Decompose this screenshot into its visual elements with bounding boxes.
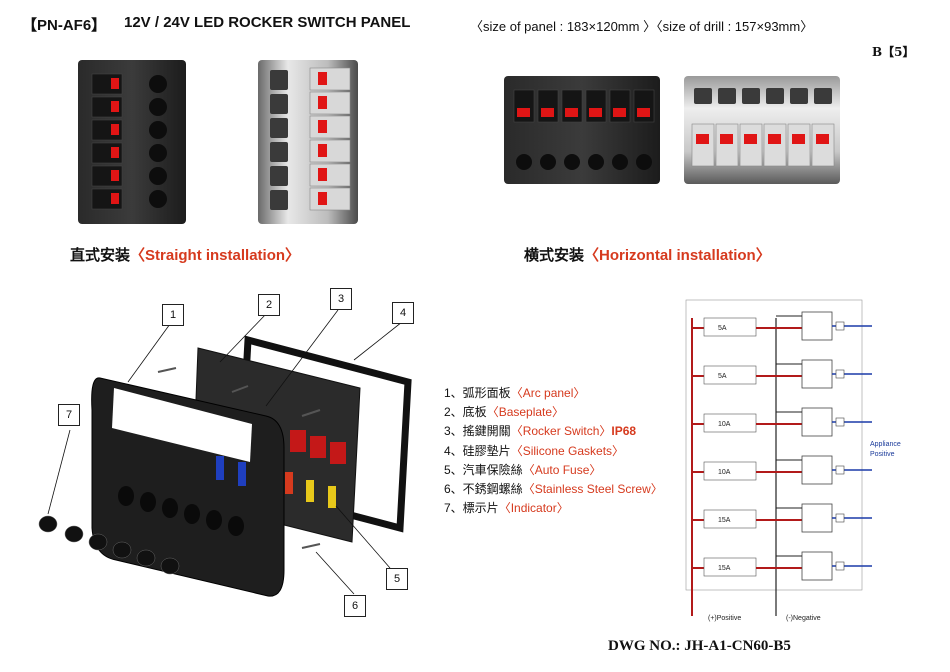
terminal-block <box>835 369 845 379</box>
legend-item: 6、不銹鋼螺絲〈Stainless Steel Screw〉 <box>444 482 663 497</box>
terminal-block <box>835 417 845 427</box>
switch-box <box>801 359 833 389</box>
fuse-rating: 5A <box>718 373 727 380</box>
terminal-block <box>835 561 845 571</box>
legend-item: 7、標示片〈Indicator〉 <box>444 501 569 516</box>
callout-3: 3 <box>330 288 352 310</box>
size-info: 〈size of panel : 183×120mm 〉〈size of dri… <box>470 19 814 34</box>
legend-item: 5、汽車保險絲〈Auto Fuse〉 <box>444 462 602 477</box>
drawing-number: DWG NO.: JH-A1-CN60-B5 <box>608 638 791 654</box>
horizontal-black-panel-image <box>504 76 660 184</box>
terminal-block <box>835 321 845 331</box>
callout-2: 2 <box>258 294 280 316</box>
fuse-box <box>703 365 757 385</box>
straight-silver-panel-image <box>258 60 358 224</box>
switch-box <box>801 503 833 533</box>
rocker-switch-bodies <box>285 430 346 508</box>
legend-item: 2、底板〈Baseplate〉 <box>444 405 565 420</box>
switch-box <box>801 455 833 485</box>
arc-panel-holes <box>118 486 244 536</box>
product-code: 【PN-AF6】 <box>22 17 107 34</box>
horizontal-installation-en: 〈Horizontal installation〉 <box>584 247 771 264</box>
legend-item: 3、搖鍵開關〈Rocker Switch〉IP68 <box>444 424 637 439</box>
fuse-rating: 10A <box>718 469 731 476</box>
wiring-diagram: 5A 5A 10A 10A 15A 15A (+)Positive (-)Negative… <box>685 299 901 622</box>
callout-5: 5 <box>386 568 408 590</box>
fuse-box <box>703 317 757 337</box>
horizontal-silver-panel-image <box>684 76 840 184</box>
straight-black-panel-image <box>78 60 186 224</box>
stainless-screws <box>157 367 321 549</box>
horizontal-installation-label: 横式安装〈Horizontal installation〉 <box>524 244 771 265</box>
straight-installation-en: 〈Straight installation〉 <box>130 247 301 264</box>
legend-item: 4、硅膠墊片〈Silicone Gaskets〉 <box>444 443 625 458</box>
parts-legend: 1、弧形面板〈Arc panel〉 2、底板〈Baseplate〉 3、搖鍵開關… <box>444 384 663 518</box>
switch-box <box>801 407 833 437</box>
terminal-block <box>835 465 845 475</box>
switch-box <box>801 551 833 581</box>
fuse-rating: 15A <box>718 517 731 524</box>
callout-4: 4 <box>392 302 414 324</box>
exploded-assembly-diagram <box>38 309 412 597</box>
page-number: B【5】 <box>872 45 915 59</box>
page-title: 12V / 24V LED ROCKER SWITCH PANEL <box>124 14 411 31</box>
horizontal-installation-zh: 横式安装 <box>524 247 585 264</box>
fuse-rating: 5A <box>718 325 727 332</box>
straight-installation-label: 直式安装〈Straight installation〉 <box>70 244 300 265</box>
straight-installation-zh: 直式安装 <box>70 247 131 264</box>
callout-6: 6 <box>344 595 366 617</box>
negative-label: (-)Negative <box>786 615 821 622</box>
callout-7: 7 <box>58 404 80 426</box>
positive-label: (+)Positive <box>708 615 741 622</box>
terminal-block <box>835 513 845 523</box>
appliance-label-2: Positive <box>870 451 895 458</box>
legend-item: 1、弧形面板〈Arc panel〉 <box>444 386 586 400</box>
fuse-rating: 10A <box>718 421 731 428</box>
indicator-discs <box>38 515 180 575</box>
fuse-rating: 15A <box>718 565 731 572</box>
callout-1: 1 <box>162 304 184 326</box>
appliance-label: Appliance <box>870 441 901 448</box>
switch-box <box>801 311 833 341</box>
